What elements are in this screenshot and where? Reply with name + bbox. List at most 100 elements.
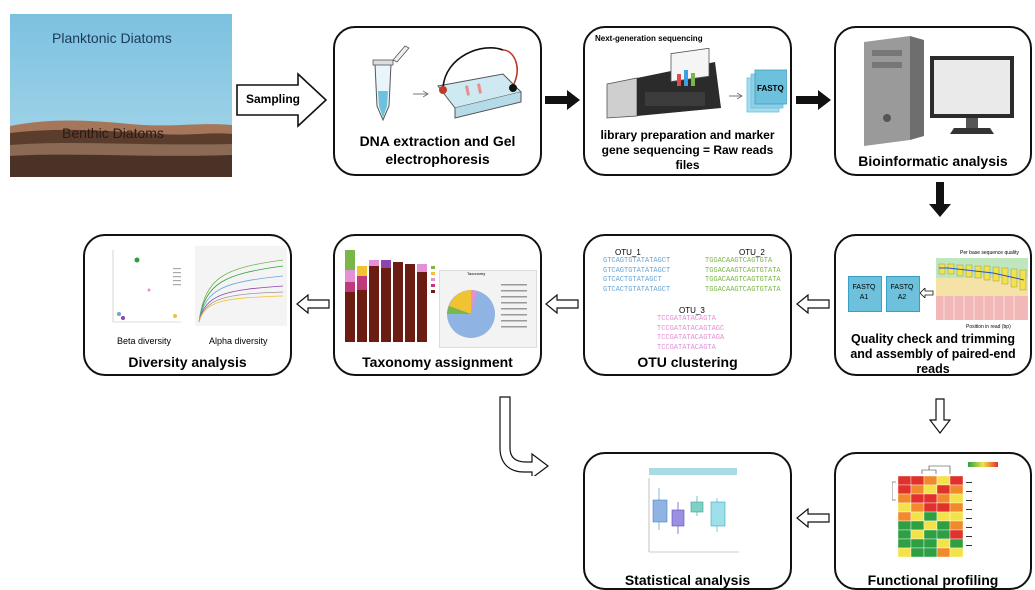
sequencer-icon xyxy=(606,48,787,119)
heatmap-cell xyxy=(936,484,951,495)
otu-2-sequences: TGGACAAGTCAGTGTA TGGACAAGTCAGTGTATA TGGA… xyxy=(705,257,781,295)
sequence: GTCACTGTATAGCT xyxy=(603,276,662,284)
arrow-down-1 xyxy=(929,182,951,217)
otu-3-name: OTU_3 xyxy=(679,306,705,315)
arrow-left-3 xyxy=(296,294,330,314)
quality-chart-title: Per base sequence quality xyxy=(960,250,1019,256)
otu-3-group: OTU_3 TCCGATATACAGTA TCCGATATACAGTAGC TC… xyxy=(657,306,724,353)
fastq-a1-tile xyxy=(848,276,882,312)
bent-arrow xyxy=(499,396,549,476)
heatmap-cell xyxy=(949,520,964,531)
heatmap-cell xyxy=(897,493,912,504)
heatmap-cell xyxy=(897,502,912,513)
bioinformatic-box: Bioinformatic analysis xyxy=(834,26,1032,176)
heatmap-cell xyxy=(910,520,925,531)
sampling-arrow-label: Sampling xyxy=(246,92,301,106)
water-sediment-illustration xyxy=(10,14,232,177)
arrow-down-2 xyxy=(929,398,951,434)
fastq-a2-label: FASTQ A2 xyxy=(890,284,914,301)
heatmap-cell xyxy=(897,529,912,540)
computer-icon xyxy=(864,36,1014,146)
beta-diversity-plot xyxy=(101,248,183,328)
taxonomy-box: Taxonomy Taxonomy assignment xyxy=(333,234,542,376)
sequencing-fastq-label: FASTQ xyxy=(757,84,784,93)
sequence: TCCGATATACAGTA xyxy=(657,315,716,323)
heatmap-cell xyxy=(923,547,938,558)
sequence: TCCGATATACAGTAGA xyxy=(657,334,725,342)
otu-box: OTU_1 GTCAGTGTATATAGCT GTCAGTGTATATAGCT … xyxy=(583,234,792,376)
functional-box: Functional profiling xyxy=(834,452,1032,590)
heatmap-cell xyxy=(923,502,938,513)
heatmap-cell xyxy=(949,529,964,540)
heatmap-chart xyxy=(892,462,998,558)
pipette-gel-icon xyxy=(372,45,522,122)
fastq-a2-tile xyxy=(886,276,920,312)
otu-caption: OTU clustering xyxy=(637,354,738,370)
heatmap-cell xyxy=(949,547,964,558)
sequence: GTCACTGTATATAGCT xyxy=(603,285,671,294)
statistical-caption: Statistical analysis xyxy=(624,572,751,588)
heatmap-cell xyxy=(949,502,964,513)
heatmap-cell xyxy=(910,538,925,549)
sampling-arrow: Sampling xyxy=(236,72,328,128)
heatmap-cell xyxy=(923,520,938,531)
heatmap-cell xyxy=(936,529,951,540)
heatmap-cell xyxy=(910,475,925,486)
dna-extraction-box: DNA extraction and Gel electrophoresis xyxy=(333,26,542,176)
small-arrow-left-icon xyxy=(920,288,934,298)
sampling-scene: Planktonic Diatoms Benthic Diatoms xyxy=(10,14,232,177)
quality-box: Per base sequence quality Position in re… xyxy=(834,234,1032,376)
heatmap-cell xyxy=(897,475,912,486)
sequencing-header: Next-generation sequencing xyxy=(595,34,703,43)
statistical-box: Statistical analysis xyxy=(583,452,792,590)
otu-2-group: OTU_2 TGGACAAGTCAGTGTA TGGACAAGTCAGTGTAT… xyxy=(705,248,781,295)
heatmap-cell xyxy=(910,484,925,495)
heatmap-cell xyxy=(923,475,938,486)
heatmap-cell xyxy=(936,520,951,531)
heatmap-cell xyxy=(897,538,912,549)
taxonomy-caption: Taxonomy assignment xyxy=(362,354,513,370)
heatmap-cell xyxy=(897,547,912,558)
heatmap-cell xyxy=(923,529,938,540)
otu-1-sequences: GTCAGTGTATATAGCT GTCAGTGTATATAGCT GTCACT… xyxy=(603,257,670,295)
sequence: GTCAGTGTATATAGCT xyxy=(603,257,671,265)
heatmap-cell xyxy=(949,475,964,486)
heatmap-cell xyxy=(936,493,951,504)
heatmap-cell xyxy=(897,511,912,522)
taxonomy-pie-title: Taxonomy xyxy=(467,271,486,276)
arrow-left-4 xyxy=(796,508,830,528)
heatmap-cell xyxy=(949,484,964,495)
dna-extraction-caption: DNA extraction and Gel electrophoresis xyxy=(359,133,516,167)
heatmap-cell xyxy=(910,529,925,540)
heatmap-cell xyxy=(910,547,925,558)
taxonomy-pie-chart xyxy=(447,284,527,338)
heatmap-cell xyxy=(910,511,925,522)
sequencing-caption: library preparation and marker gene sequ… xyxy=(600,128,775,172)
quality-x-axis-label: Position in read (bp) xyxy=(966,324,1011,330)
otu-2-name: OTU_2 xyxy=(739,248,765,257)
sequence: TGGACAAGTCAGTGTATA xyxy=(705,276,781,284)
heatmap-cell xyxy=(923,538,938,549)
sequence: TCCGATATACAGTA xyxy=(657,343,716,352)
heatmap-cell xyxy=(923,484,938,495)
heatmap-cell xyxy=(949,538,964,549)
heatmap-cell xyxy=(936,475,951,486)
statistical-plot-header xyxy=(649,468,737,475)
boxplot-chart xyxy=(648,478,739,553)
arrow-right-1 xyxy=(545,90,580,110)
heatmap-cell xyxy=(936,511,951,522)
otu-1-group: OTU_1 GTCAGTGTATATAGCT GTCAGTGTATATAGCT … xyxy=(603,248,670,295)
arrow-left-2 xyxy=(545,294,579,314)
sequence: GTCAGTGTATATAGCT xyxy=(603,266,671,275)
heatmap-cell xyxy=(936,538,951,549)
heatmap-cell xyxy=(923,511,938,522)
diversity-box: Beta diversity Alpha diversity Diversity… xyxy=(83,234,292,376)
fastq-a1-label: FASTQ A1 xyxy=(852,284,876,301)
alpha-diversity-plot xyxy=(195,246,287,326)
sequence: TGGACAAGTCAGTGTATA xyxy=(705,285,781,294)
functional-caption: Functional profiling xyxy=(867,572,999,588)
taxonomy-stacked-bar-chart xyxy=(345,250,435,342)
heatmap-cell xyxy=(949,511,964,522)
sequence: TCCGATATACAGTAGC xyxy=(657,324,725,333)
diversity-caption: Diversity analysis xyxy=(128,354,247,370)
